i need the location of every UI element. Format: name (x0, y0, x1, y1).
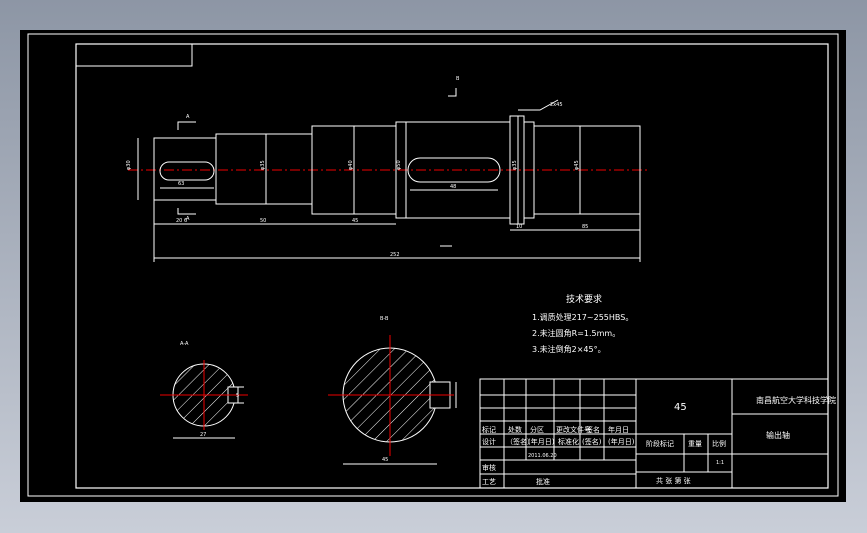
shaft-dimension-text: A B A 63 φ30 20 6 50 45 φ35 φ40 48 10 85… (126, 76, 588, 258)
outer-border (27, 33, 839, 497)
dim-aa-dia: 5 (236, 393, 239, 399)
tech-req-line-3: 3.未注倒角2×45°。 (532, 344, 606, 354)
section-a-a: A-A 27 5 (160, 341, 248, 439)
approve-label: 批准 (536, 477, 550, 486)
tech-req-line-1: 1.调质处理217~255HBS。 (532, 312, 633, 322)
process-label: 工艺 (482, 478, 496, 486)
segment-5 (533, 125, 641, 215)
dim-dia-a: φ50 (396, 160, 402, 170)
shaft-main-view (128, 88, 648, 262)
tech-req-title: 技术要求 (566, 293, 602, 305)
sheet-count: 共 张 第 张 (656, 476, 691, 485)
material-label: 45 (674, 402, 687, 413)
dim-seg1-len: 20 6 (176, 218, 187, 224)
dim-seg2-dia: φ35 (260, 160, 266, 170)
dim-bb-dia: 45 (382, 457, 388, 463)
stage-mark-label: 阶段标记 (646, 439, 674, 448)
dim-seg3-len: 45 (352, 218, 358, 224)
header-change-doc: 更改文件号 (556, 425, 591, 434)
dim-keyseat-big: 48 (450, 184, 456, 190)
dim-seg5-dia: φ45 (574, 160, 580, 170)
school-name: 南昌航空大学科技学院 (756, 395, 836, 405)
tech-requirements: 技术要求 1.调质处理217~255HBS。 2.未注圆角R=1.5mm。 3.… (532, 293, 633, 354)
cad-drawing: A B A 63 φ30 20 6 50 45 φ35 φ40 48 10 85… (27, 33, 839, 497)
corner-box (75, 43, 193, 67)
dim-seg3-dia: φ40 (348, 160, 354, 170)
header-zone: 分区 (530, 425, 544, 434)
section-label-b-top: B (456, 76, 460, 82)
row-design-label: 设计 (482, 437, 496, 446)
inner-frame (75, 43, 829, 489)
scale-label: 比例 (712, 439, 726, 448)
row-design-signature: （签名） (506, 437, 534, 446)
tech-req-line-2: 2.未注圆角R=1.5mm。 (532, 328, 620, 338)
keyway-large (407, 157, 501, 183)
segment-1 (153, 137, 217, 201)
dim-total-len: 252 (390, 252, 400, 258)
dim-shaft-dia: φ30 (126, 160, 132, 170)
design-date-value: 2011.06.20 (528, 453, 557, 459)
keyway-small (159, 161, 215, 181)
header-mark: 标记 (482, 425, 496, 434)
row-standardization: 标准化 (558, 437, 579, 446)
scale-value: 1:1 (716, 460, 724, 466)
weight-label: 重量 (688, 440, 702, 448)
row-std-date: (年月日) (608, 437, 635, 446)
dim-dia-b: φ35 (512, 160, 518, 170)
drawing-sheet: A B A 63 φ30 20 6 50 45 φ35 φ40 48 10 85… (20, 30, 846, 502)
title-block (479, 378, 829, 489)
dim-aa-width: 27 (200, 432, 206, 438)
dim-keyseat-small: 63 (178, 181, 184, 187)
section-label-a-view: A-A (180, 341, 189, 347)
dim-seg2-len: 50 (260, 218, 266, 224)
part-name: 输出轴 (766, 430, 790, 440)
row-design-date: (年月日) (528, 437, 555, 446)
section-label-a-bottom: A (186, 216, 190, 222)
header-signature: 签名 (586, 425, 600, 434)
section-b-b: B-B 45 (328, 316, 457, 465)
row-std-signature: (签名) (582, 437, 602, 446)
review-label: 审核 (482, 463, 496, 472)
dim-seg5-len: 85 (582, 224, 588, 230)
header-date: 年月日 (608, 425, 629, 434)
section-label-b-view: B-B (380, 316, 389, 322)
section-label-a-top: A (186, 114, 190, 120)
dim-chamfer: 2x45 (550, 102, 563, 108)
header-count: 处数 (508, 425, 522, 434)
title-block-text: 45 南昌航空大学科技学院 输出轴 标记 处数 分区 更改文件号 签名 年月日 … (482, 395, 836, 486)
dim-collar: 10 (516, 224, 522, 230)
